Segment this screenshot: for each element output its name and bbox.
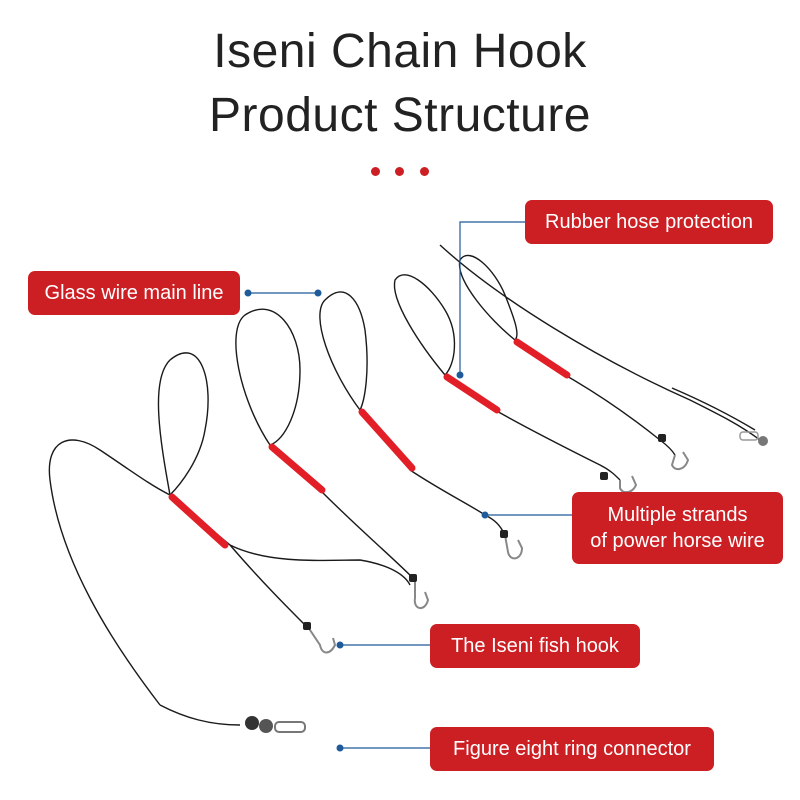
title-line-2: Product Structure <box>209 89 591 142</box>
loop-1 <box>157 352 209 496</box>
hook-knots <box>303 434 666 630</box>
hook-icon <box>619 475 638 494</box>
callout-dot <box>336 744 344 752</box>
main-line-end-tail <box>671 387 756 431</box>
hook-icon <box>309 629 337 654</box>
branch-1 <box>229 544 411 586</box>
label-power-horse-line1: Multiple strands <box>607 504 748 526</box>
rubber-sleeve-4 <box>443 373 501 414</box>
decor-dot-2 <box>395 167 404 176</box>
loop-5 <box>458 254 518 341</box>
label-rubber-hose: Rubber hose protection <box>525 200 773 244</box>
swivel-icon <box>245 716 259 730</box>
rubber-sleeve-2 <box>268 443 326 494</box>
knot <box>658 434 666 442</box>
rubber-sleeves <box>168 338 571 549</box>
callout-dot <box>314 289 322 297</box>
knot <box>303 622 311 630</box>
branch-4 <box>494 409 621 481</box>
branch-3 <box>409 469 506 536</box>
hook-icon <box>670 451 690 471</box>
main-line-1-tail <box>159 704 241 726</box>
callout-dot <box>336 641 344 649</box>
label-power-horse: Multiple strands of power horse wire <box>572 492 783 564</box>
branch-2 <box>319 489 416 581</box>
rubber-sleeve-5 <box>513 338 571 379</box>
loop-3 <box>319 291 368 411</box>
callout-dot <box>456 371 464 379</box>
knot <box>500 530 508 538</box>
label-connector: Figure eight ring connector <box>430 727 714 771</box>
hook-icon <box>413 580 430 609</box>
main-line-1 <box>48 439 311 706</box>
loop-4 <box>393 274 456 376</box>
hook-icon <box>504 534 524 560</box>
callout-dots <box>244 289 489 752</box>
rubber-sleeve-1 <box>168 493 229 549</box>
callout-line-rubber-hose <box>459 221 525 375</box>
swivel-icon <box>758 436 768 446</box>
callout-lines <box>248 221 572 749</box>
fishing-lines <box>48 244 761 726</box>
rubber-sleeve-3 <box>358 408 416 472</box>
decor-dot-1 <box>371 167 380 176</box>
title-line-1: Iseni Chain Hook <box>213 25 587 78</box>
knot <box>409 574 417 582</box>
swivel-connector-right <box>739 431 768 446</box>
label-fish-hook: The Iseni fish hook <box>430 624 640 668</box>
main-line-end <box>439 244 761 441</box>
label-power-horse-line2: of power horse wire <box>590 530 765 552</box>
label-glass-wire: Glass wire main line <box>28 271 240 315</box>
callout-dot <box>244 289 252 297</box>
swivel-connector-left <box>245 716 306 733</box>
loop-2 <box>235 308 301 446</box>
callout-dot <box>481 511 489 519</box>
decor-dot-3 <box>420 167 429 176</box>
knot <box>600 472 608 480</box>
branch-5 <box>564 374 676 456</box>
